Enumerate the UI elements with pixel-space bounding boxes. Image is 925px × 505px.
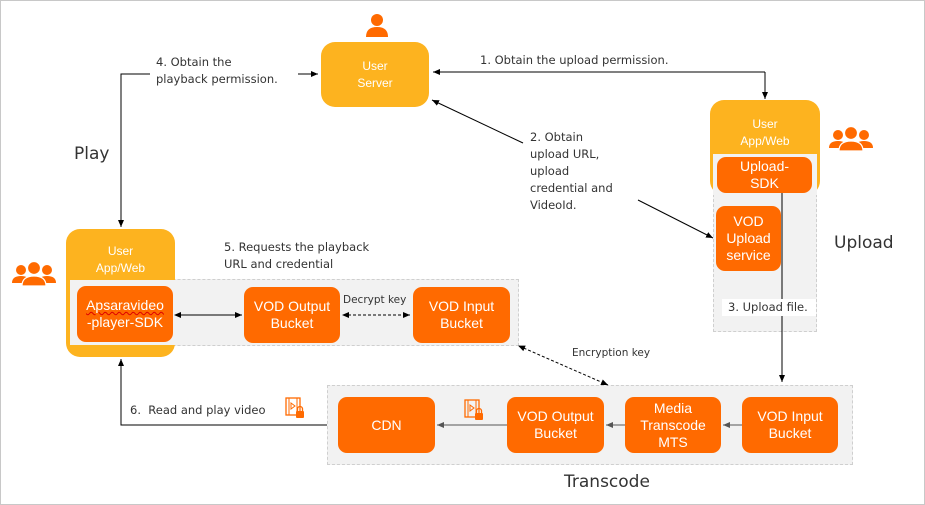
upload-sdk-node[interactable]: Upload- SDK	[717, 157, 812, 193]
vod-input-bucket-transcode-line-2: Bucket	[768, 425, 812, 441]
vod-output-bucket-transcode-line-1: VOD Output	[517, 408, 594, 424]
vod-output-bucket-transcode-node[interactable]: VOD Output Bucket	[507, 397, 604, 453]
player-sdk-node[interactable]: Apsaravideo -player-SDK	[77, 286, 173, 342]
vod-output-bucket-transcode-line-2: Bucket	[534, 425, 577, 441]
user-app-upload-line-2: App/Web	[740, 134, 790, 148]
cdn-node[interactable]: CDN	[338, 397, 435, 453]
upload-sdk-line-2: SDK	[750, 175, 779, 191]
person-icon	[364, 12, 390, 38]
player-sdk-line-1: Apsaravideo	[86, 297, 164, 313]
vod-upload-service-line-3: service	[726, 247, 771, 263]
user-server-node[interactable]: User Server	[321, 42, 429, 107]
user-app-play-line-1: User	[107, 244, 134, 258]
vod-output-bucket-play-line-1: VOD Output	[253, 298, 331, 314]
vod-input-bucket-play-node[interactable]: VOD Input Bucket	[413, 287, 510, 343]
vod-input-bucket-play-line-1: VOD Input	[428, 298, 495, 314]
cdn-label: CDN	[371, 416, 402, 433]
media-transcode-line-3: MTS	[658, 433, 688, 450]
user-server-line-1: User	[362, 58, 388, 73]
section-label-play: Play	[74, 144, 110, 164]
vod-input-bucket-transcode-line-1: VOD Input	[757, 408, 823, 424]
encrypted-video-icon	[464, 399, 484, 421]
vod-output-bucket-play-line-2: Bucket	[270, 315, 314, 331]
user-app-play-line-2: App/Web	[95, 261, 146, 275]
vod-input-bucket-play-line-2: Bucket	[440, 315, 483, 331]
media-transcode-line-2: Transcode	[640, 416, 706, 433]
step1-label: 1. Obtain the upload permission.	[480, 53, 669, 67]
vod-input-bucket-transcode-node[interactable]: VOD Input Bucket	[742, 397, 838, 453]
vod-upload-service-line-1: VOD	[733, 213, 764, 229]
user-server-line-2: Server	[357, 75, 393, 90]
encrypted-video-icon	[285, 397, 305, 419]
vod-upload-service-line-2: Upload	[726, 230, 771, 246]
connector-step2-up	[431, 99, 524, 144]
step2-label: 2. Obtain upload URL, upload credential …	[530, 130, 613, 212]
user-group-icon	[11, 260, 57, 287]
upload-sdk-line-1: Upload-	[739, 158, 790, 174]
media-transcode-line-1: Media	[653, 399, 693, 416]
media-transcode-node[interactable]: Media Transcode MTS	[625, 397, 721, 453]
connector-step2-down	[637, 199, 714, 239]
connector-encryption-key	[518, 345, 609, 386]
vod-upload-service-node[interactable]: VOD Upload service	[716, 206, 781, 271]
encryption-key-label: Encryption key	[572, 347, 651, 359]
vod-output-bucket-play-node[interactable]: VOD Output Bucket	[244, 287, 340, 343]
step3-label: 3. Upload file.	[722, 299, 816, 316]
player-sdk-line-2: -player-SDK	[86, 314, 164, 330]
section-label-transcode: Transcode	[564, 472, 650, 492]
step4-label: 4. Obtain the playback permission.	[156, 55, 278, 86]
user-group-icon	[828, 125, 874, 152]
step5-label: 5. Requests the playback URL and credent…	[224, 240, 370, 271]
user-app-upload-line-1: User	[752, 117, 778, 131]
connector-step6	[118, 359, 327, 426]
decrypt-key-label: Decrypt key	[343, 294, 407, 306]
connector-step4-left	[118, 73, 150, 227]
step6-label: 6. Read and play video	[130, 403, 266, 417]
section-label-upload: Upload	[834, 233, 894, 253]
